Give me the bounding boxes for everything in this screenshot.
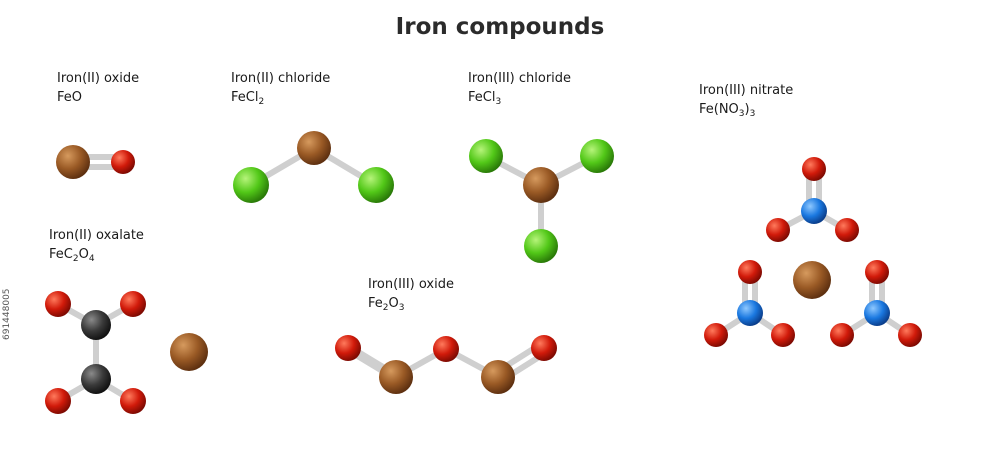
compound-name: Iron(II) oxalate [49, 228, 144, 243]
oxygen-atom [111, 150, 135, 174]
compound-formula: Fe(NO3)3 [699, 102, 756, 119]
label-fecl2: Iron(II) chloride FeCl2 [231, 69, 330, 107]
compound-name: Iron(III) oxide [368, 277, 454, 292]
oxygen-atom [865, 260, 889, 284]
label-fe2o3: Iron(III) oxide Fe2O3 [368, 275, 454, 313]
compound-formula: Fe2O3 [368, 296, 405, 313]
oxygen-atom [433, 336, 459, 362]
nitrogen-atom [801, 198, 827, 224]
nitrogen-atom [864, 300, 890, 326]
oxygen-atom [766, 218, 790, 242]
label-fe-nitrate: Iron(III) nitrate Fe(NO3)3 [699, 81, 793, 119]
oxygen-atom [120, 291, 146, 317]
chlorine-atom [524, 229, 558, 263]
iron-atom [379, 360, 413, 394]
iron-atom [523, 167, 559, 203]
chlorine-atom [358, 167, 394, 203]
iron-atom [56, 145, 90, 179]
iron-atom [170, 333, 208, 371]
stock-id: 691448005 [2, 288, 12, 340]
nitrogen-atom [737, 300, 763, 326]
oxygen-atom [771, 323, 795, 347]
oxygen-atom [45, 291, 71, 317]
carbon-atom [81, 364, 111, 394]
compound-name: Iron(III) nitrate [699, 83, 794, 98]
chlorine-atom [469, 139, 503, 173]
compound-name: Iron(II) chloride [231, 71, 331, 86]
oxygen-atom [335, 335, 361, 361]
label-oxalate: Iron(II) oxalate FeC2O4 [49, 226, 144, 264]
page-title: Iron compounds [395, 14, 605, 40]
compound-formula: FeO [57, 90, 82, 105]
oxygen-atom [802, 157, 826, 181]
compound-formula: FeCl2 [231, 90, 265, 107]
oxygen-atom [898, 323, 922, 347]
oxygen-atom [704, 323, 728, 347]
label-feo: Iron(II) oxide FeO [57, 69, 139, 107]
compound-name: Iron(III) chloride [468, 71, 572, 86]
chlorine-atom [233, 167, 269, 203]
compound-formula: FeC2O4 [49, 247, 95, 264]
label-fecl3: Iron(III) chloride FeCl3 [468, 69, 571, 107]
carbon-atom [81, 310, 111, 340]
oxygen-atom [45, 388, 71, 414]
oxygen-atom [830, 323, 854, 347]
compound-name: Iron(II) oxide [57, 71, 140, 86]
iron-atom [481, 360, 515, 394]
oxygen-atom [738, 260, 762, 284]
oxygen-atom [835, 218, 859, 242]
oxygen-atom [120, 388, 146, 414]
oxygen-atom [531, 335, 557, 361]
chlorine-atom [580, 139, 614, 173]
compound-formula: FeCl3 [468, 90, 502, 107]
iron-atom [793, 261, 831, 299]
iron-atom [297, 131, 331, 165]
